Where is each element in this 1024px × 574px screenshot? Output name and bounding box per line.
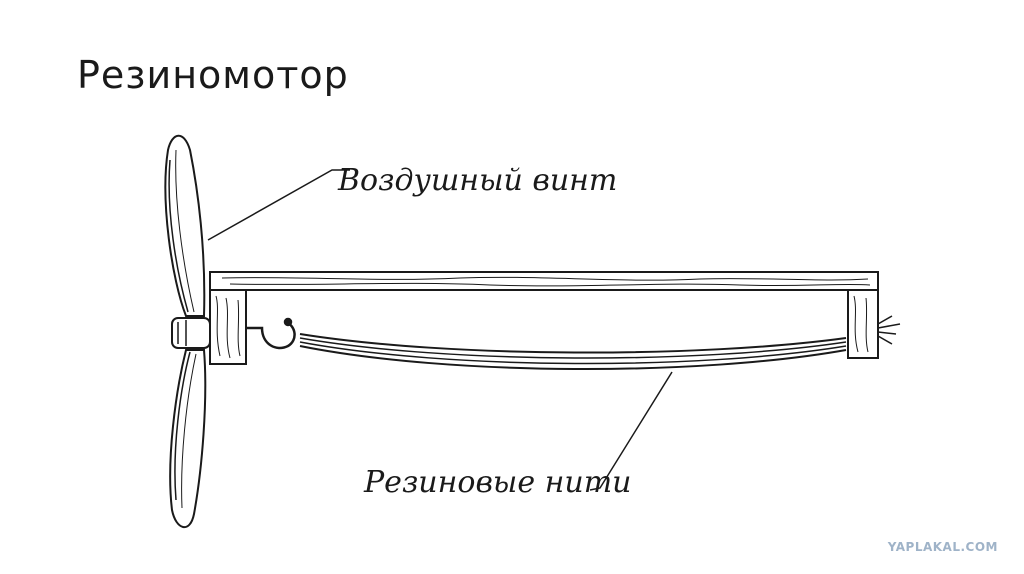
propeller-leader-line (207, 169, 350, 241)
rear-knot (877, 315, 901, 345)
propeller-upper-blade (164, 134, 206, 317)
strands-leader-line (589, 371, 673, 491)
watermark: YAPLAKAL.COM (887, 540, 998, 554)
rear-block (847, 289, 879, 359)
front-block (209, 289, 247, 365)
slide-title: Резиномотор (77, 53, 349, 97)
label-rubber-strands: Резиновые нити (363, 465, 631, 500)
wooden-rail (209, 271, 879, 291)
hook (246, 317, 296, 350)
label-propeller: Воздушный винт (337, 163, 617, 198)
propeller-upper-blade-shade (168, 159, 189, 313)
rubber-strands (299, 333, 847, 370)
propeller-lower-blade (169, 349, 207, 528)
propeller (164, 134, 211, 528)
